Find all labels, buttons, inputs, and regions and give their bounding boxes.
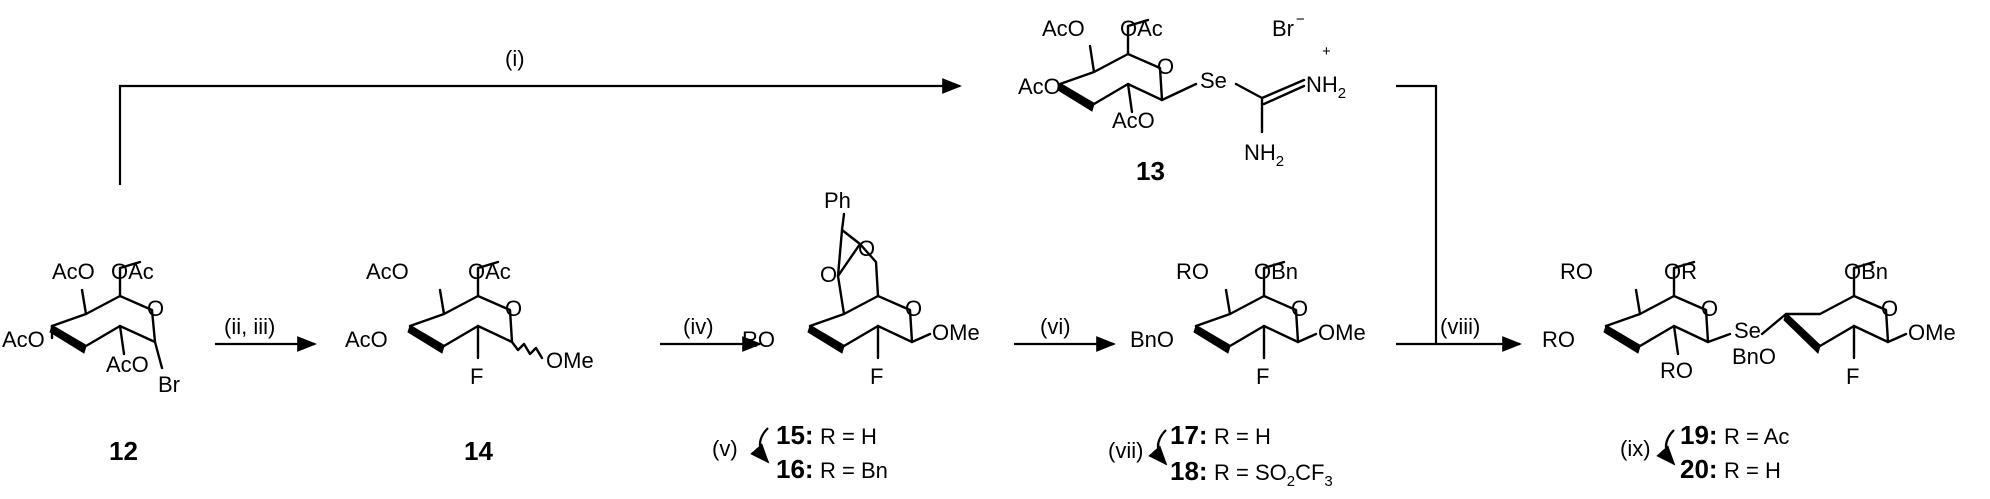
reaction-arrow-vi: (vi): [1014, 314, 1116, 352]
c16-r-definition: R = Bn: [820, 458, 888, 483]
c18-r-definition: R = SO2CF3: [1214, 460, 1333, 490]
c19-label-se: Se: [1734, 318, 1761, 343]
reagent-label-vi: (vi): [1040, 314, 1071, 339]
compound-12: AcO OAc AcO AcO O Br 12: [2, 259, 180, 466]
c19-r-definition: R = Ac: [1724, 424, 1789, 449]
c13-label-aco-bottom: AcO: [1112, 108, 1155, 133]
c15-r-definition: R = H: [820, 424, 877, 449]
compound-number-19: 19:: [1680, 420, 1718, 450]
c15-label-acetal-o2: O: [820, 262, 837, 287]
reagent-label-i: (i): [505, 46, 525, 71]
c15-label-ome: OMe: [932, 320, 980, 345]
c19-label-ro-bottom: RO: [1660, 358, 1693, 383]
reaction-arrow-iv: (iv): [660, 314, 762, 352]
c17-label-ring-o: O: [1291, 296, 1308, 321]
c17-label-bno: BnO: [1130, 327, 1174, 352]
c13-label-nh2-top: NH2: [1306, 72, 1346, 102]
compound-13: AcO OAc AcO AcO O Se NH2 NH2 Br− + 13: [1018, 11, 1346, 186]
compound-number-12: 12: [109, 436, 138, 466]
compound-14: AcO OAc AcO O F OMe 14: [345, 259, 594, 466]
reagent-label-vii: (vii): [1108, 438, 1143, 463]
c12-label-aco-left: AcO: [2, 327, 45, 352]
c15-label-acetal-o1: O: [858, 236, 875, 261]
c12-label-ring-o: O: [147, 296, 164, 321]
c13-label-aco-left: AcO: [1018, 74, 1061, 99]
c13-label-plus-charge: +: [1322, 43, 1331, 60]
compound-number-20: 20:: [1680, 454, 1718, 484]
c13-label-oac: OAc: [1120, 16, 1163, 41]
c14-label-ome: OMe: [546, 348, 594, 373]
c14-label-f: F: [470, 364, 483, 389]
reagent-label-ii-iii: (ii, iii): [224, 314, 275, 339]
c19-label-f: F: [1846, 364, 1859, 389]
compound-number-18: 18:: [1170, 456, 1208, 486]
reaction-arrow-viii: (viii): [1396, 314, 1522, 352]
c20-r-definition: R = H: [1724, 458, 1781, 483]
c15-label-f: F: [870, 364, 883, 389]
c19-label-ring-o-left: O: [1701, 296, 1718, 321]
c17-label-f: F: [1256, 364, 1269, 389]
c19-label-ro-left: RO: [1542, 327, 1575, 352]
c19-label-ome: OMe: [1908, 320, 1956, 345]
c14-label-ring-o: O: [505, 296, 522, 321]
compound-17-18: RO OBn O BnO F OMe (vii) 17: R = H 18: R…: [1108, 259, 1366, 490]
c17-label-obn: OBn: [1254, 259, 1298, 284]
c13-label-ring-o: O: [1157, 54, 1174, 79]
compound-number-15: 15:: [776, 420, 814, 450]
c13-label-bromide: Br−: [1272, 11, 1305, 41]
reagent-label-v: (v): [712, 436, 738, 461]
c12-label-oac: OAc: [111, 259, 154, 284]
c17-r-definition: R = H: [1214, 424, 1271, 449]
c12-label-aco-bottom: AcO: [106, 352, 149, 377]
c13-label-se: Se: [1200, 68, 1227, 93]
c13-label-aco-top: AcO: [1042, 16, 1085, 41]
compound-number-14: 14: [464, 436, 493, 466]
reagent-label-ix: (ix): [1620, 436, 1651, 461]
c19-label-or: OR: [1664, 259, 1697, 284]
c19-label-ro-top: RO: [1560, 259, 1593, 284]
compound-19-20: RO OR O RO RO Se BnO OBn O F OMe (ix) 19…: [1542, 259, 1956, 484]
c15-label-ro: RO: [742, 327, 775, 352]
compound-number-16: 16:: [776, 454, 814, 484]
c13-label-nh2-bottom: NH2: [1244, 140, 1284, 170]
c19-label-ring-o-right: O: [1881, 296, 1898, 321]
c19-label-obn: OBn: [1844, 259, 1888, 284]
c19-label-bno: BnO: [1732, 344, 1776, 369]
reagent-label-viii: (viii): [1440, 314, 1480, 339]
c14-label-aco-top: AcO: [366, 259, 409, 284]
c14-label-aco-left: AcO: [345, 327, 388, 352]
c17-label-ro: RO: [1176, 259, 1209, 284]
c14-label-oac: OAc: [468, 259, 511, 284]
c15-label-ring-o: O: [905, 296, 922, 321]
c12-label-br: Br: [158, 372, 180, 397]
connector-13-to-viii: [1396, 84, 1438, 344]
c15-label-ph: Ph: [824, 188, 851, 213]
compound-number-13: 13: [1136, 156, 1165, 186]
compound-number-17: 17:: [1170, 420, 1208, 450]
reaction-arrow-ii-iii: (ii, iii): [215, 314, 317, 352]
c17-label-ome: OMe: [1318, 320, 1366, 345]
reaction-arrow-i: (i): [118, 46, 962, 185]
compound-15-16: Ph O O O RO F OMe (v) 15: R = H 16: R = …: [712, 188, 980, 484]
c12-label-aco-top: AcO: [52, 259, 95, 284]
reagent-label-iv: (iv): [683, 314, 714, 339]
